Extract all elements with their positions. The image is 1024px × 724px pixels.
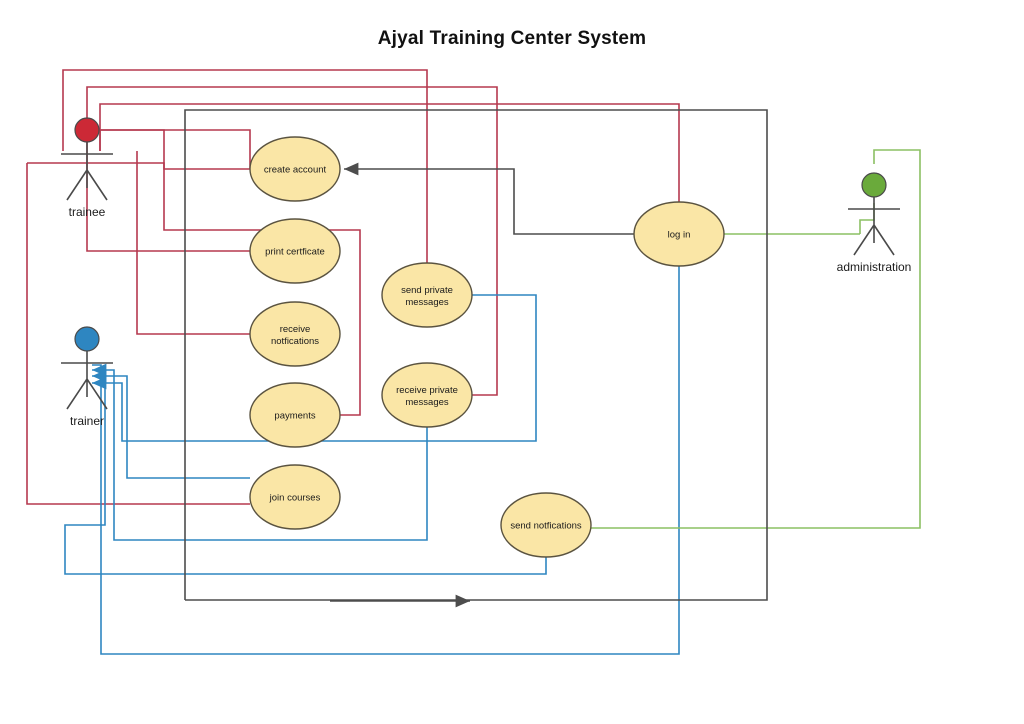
associations-administration xyxy=(591,149,921,529)
assoc-trainer-send-private-messages[interactable] xyxy=(92,294,537,442)
use-case-ellipse xyxy=(249,464,341,530)
use-case-label: join courses xyxy=(269,493,321,504)
page-title: Ajyal Training Center System xyxy=(377,28,647,49)
assoc-trainee-create-account[interactable] xyxy=(99,129,251,169)
actor-label: trainer xyxy=(70,414,104,428)
use-case-ellipse xyxy=(500,492,592,558)
use-case-ellipse xyxy=(249,218,341,284)
assoc-trainer-send-notfications[interactable] xyxy=(64,383,547,575)
actor-trainer[interactable]: trainer xyxy=(61,326,113,428)
system-boundary-path xyxy=(184,109,768,601)
actor-head-icon xyxy=(74,326,100,352)
assoc-trainer-log-in[interactable] xyxy=(92,266,680,655)
use-case-label: send notfications xyxy=(510,521,582,532)
associations-system xyxy=(330,162,634,608)
actor-administration[interactable]: administration xyxy=(837,172,912,274)
assoc-trainee-join-courses[interactable] xyxy=(27,162,361,416)
assoc-administration-send-notfications[interactable] xyxy=(591,149,921,529)
use-case-label: create account xyxy=(264,165,327,176)
use-case-print-certficate[interactable]: print certficate xyxy=(249,218,341,284)
associations-trainer xyxy=(64,266,680,655)
assoc-log-in-create-account[interactable] xyxy=(344,162,634,235)
assoc-trainee-create-account-stub[interactable] xyxy=(101,129,250,170)
use-case-ellipse xyxy=(381,362,473,428)
actor-trainee[interactable]: trainee xyxy=(61,117,113,219)
use-case-ellipse xyxy=(381,262,473,328)
assoc-trainee-receive-notfications[interactable] xyxy=(136,151,250,335)
actor-body-icon xyxy=(61,351,113,410)
actor-head-icon xyxy=(861,172,887,198)
assoc-trainer-receive-private-messages[interactable] xyxy=(92,363,428,541)
actor-head-icon xyxy=(74,117,100,143)
actor-label: administration xyxy=(837,260,912,274)
actor-label: trainee xyxy=(69,205,106,219)
actor-body-icon xyxy=(848,197,900,256)
assoc-trainee-log-in[interactable] xyxy=(99,103,680,202)
system-boundary xyxy=(184,109,768,601)
use-case-create-account[interactable]: create account xyxy=(249,136,341,202)
actor-body-icon xyxy=(61,142,113,201)
use-case-ellipse xyxy=(249,382,341,448)
associations-trainee xyxy=(26,69,680,505)
use-case-label: payments xyxy=(274,411,315,422)
use-case-label: log in xyxy=(668,230,691,241)
use-case-payments[interactable]: payments xyxy=(249,382,341,448)
use-case-ellipse xyxy=(249,301,341,367)
assoc-trainer-join-courses[interactable] xyxy=(92,369,250,479)
use-case-ellipse xyxy=(633,201,725,267)
use-case-send-notfications[interactable]: send notfications xyxy=(500,492,592,558)
actors-group: trainee trainer administration xyxy=(61,117,912,428)
assoc-trainee-receive-private-messages[interactable] xyxy=(86,86,498,396)
use-case-label: print certficate xyxy=(265,247,325,258)
assoc-trainee-send-private-messages[interactable] xyxy=(62,69,428,263)
use-case-ellipse xyxy=(249,136,341,202)
assoc-trainee-print-certficate[interactable] xyxy=(86,151,250,252)
assoc-trainee-payments[interactable] xyxy=(26,163,250,505)
use-case-join-courses[interactable]: join courses xyxy=(249,464,341,530)
use-case-log-in[interactable]: log in xyxy=(633,201,725,267)
